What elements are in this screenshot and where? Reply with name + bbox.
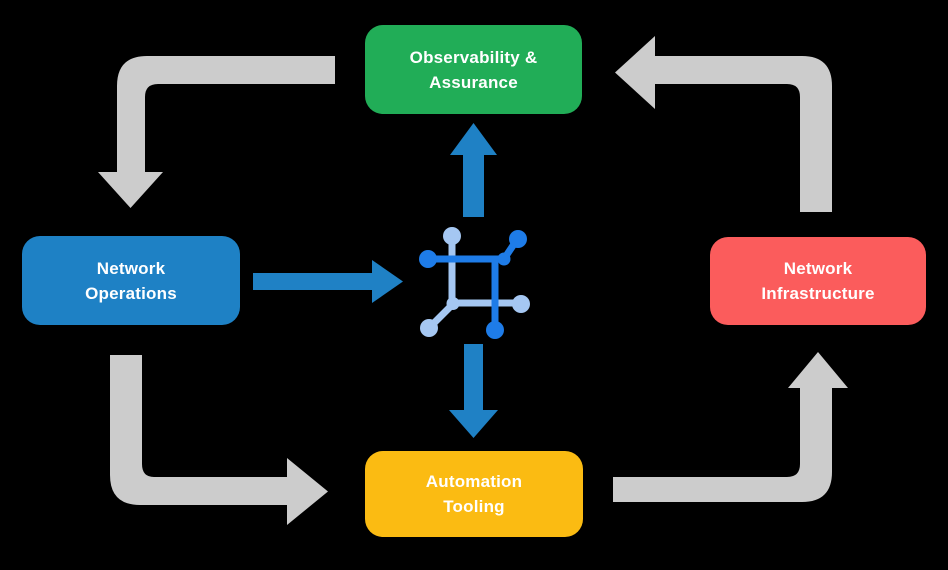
node-label-line: Network bbox=[96, 258, 166, 278]
icon-dark-node-top-right bbox=[509, 230, 527, 248]
icon-dark-junction bbox=[497, 252, 511, 266]
arrow-tooling-to-infrastructure bbox=[613, 352, 848, 502]
node-network-operations: Network Operations bbox=[22, 236, 240, 325]
node-label-line: Infrastructure bbox=[761, 284, 875, 303]
icon-light-junction bbox=[446, 297, 460, 310]
arrow-infrastructure-to-observability bbox=[615, 36, 832, 212]
arrow-center-to-tooling bbox=[449, 344, 498, 438]
node-label-line: Assurance bbox=[429, 72, 518, 92]
node-automation-tooling: Automation Tooling bbox=[365, 451, 583, 537]
icon-light-node-top bbox=[443, 227, 461, 245]
arrow-observability-to-operations bbox=[98, 56, 335, 208]
node-label-line: Automation bbox=[425, 472, 523, 491]
icon-light-node-bottom-left bbox=[420, 319, 438, 337]
node-label-line: Network bbox=[783, 259, 853, 278]
network-automation-icon bbox=[419, 227, 530, 339]
arrow-operations-to-tooling bbox=[110, 355, 328, 525]
icon-dark-node-left bbox=[419, 250, 437, 268]
node-label-line: Operations bbox=[85, 283, 177, 303]
node-label-line: Observability & bbox=[409, 47, 538, 67]
node-observability-assurance: Observability & Assurance bbox=[365, 25, 582, 114]
arrow-center-to-observability bbox=[450, 123, 497, 217]
icon-light-node-right bbox=[512, 295, 530, 313]
node-network-infrastructure: Network Infrastructure bbox=[710, 237, 926, 325]
icon-dark-node-bottom bbox=[486, 321, 504, 339]
arrow-operations-to-center bbox=[253, 260, 403, 303]
node-label-line: Tooling bbox=[443, 497, 505, 516]
